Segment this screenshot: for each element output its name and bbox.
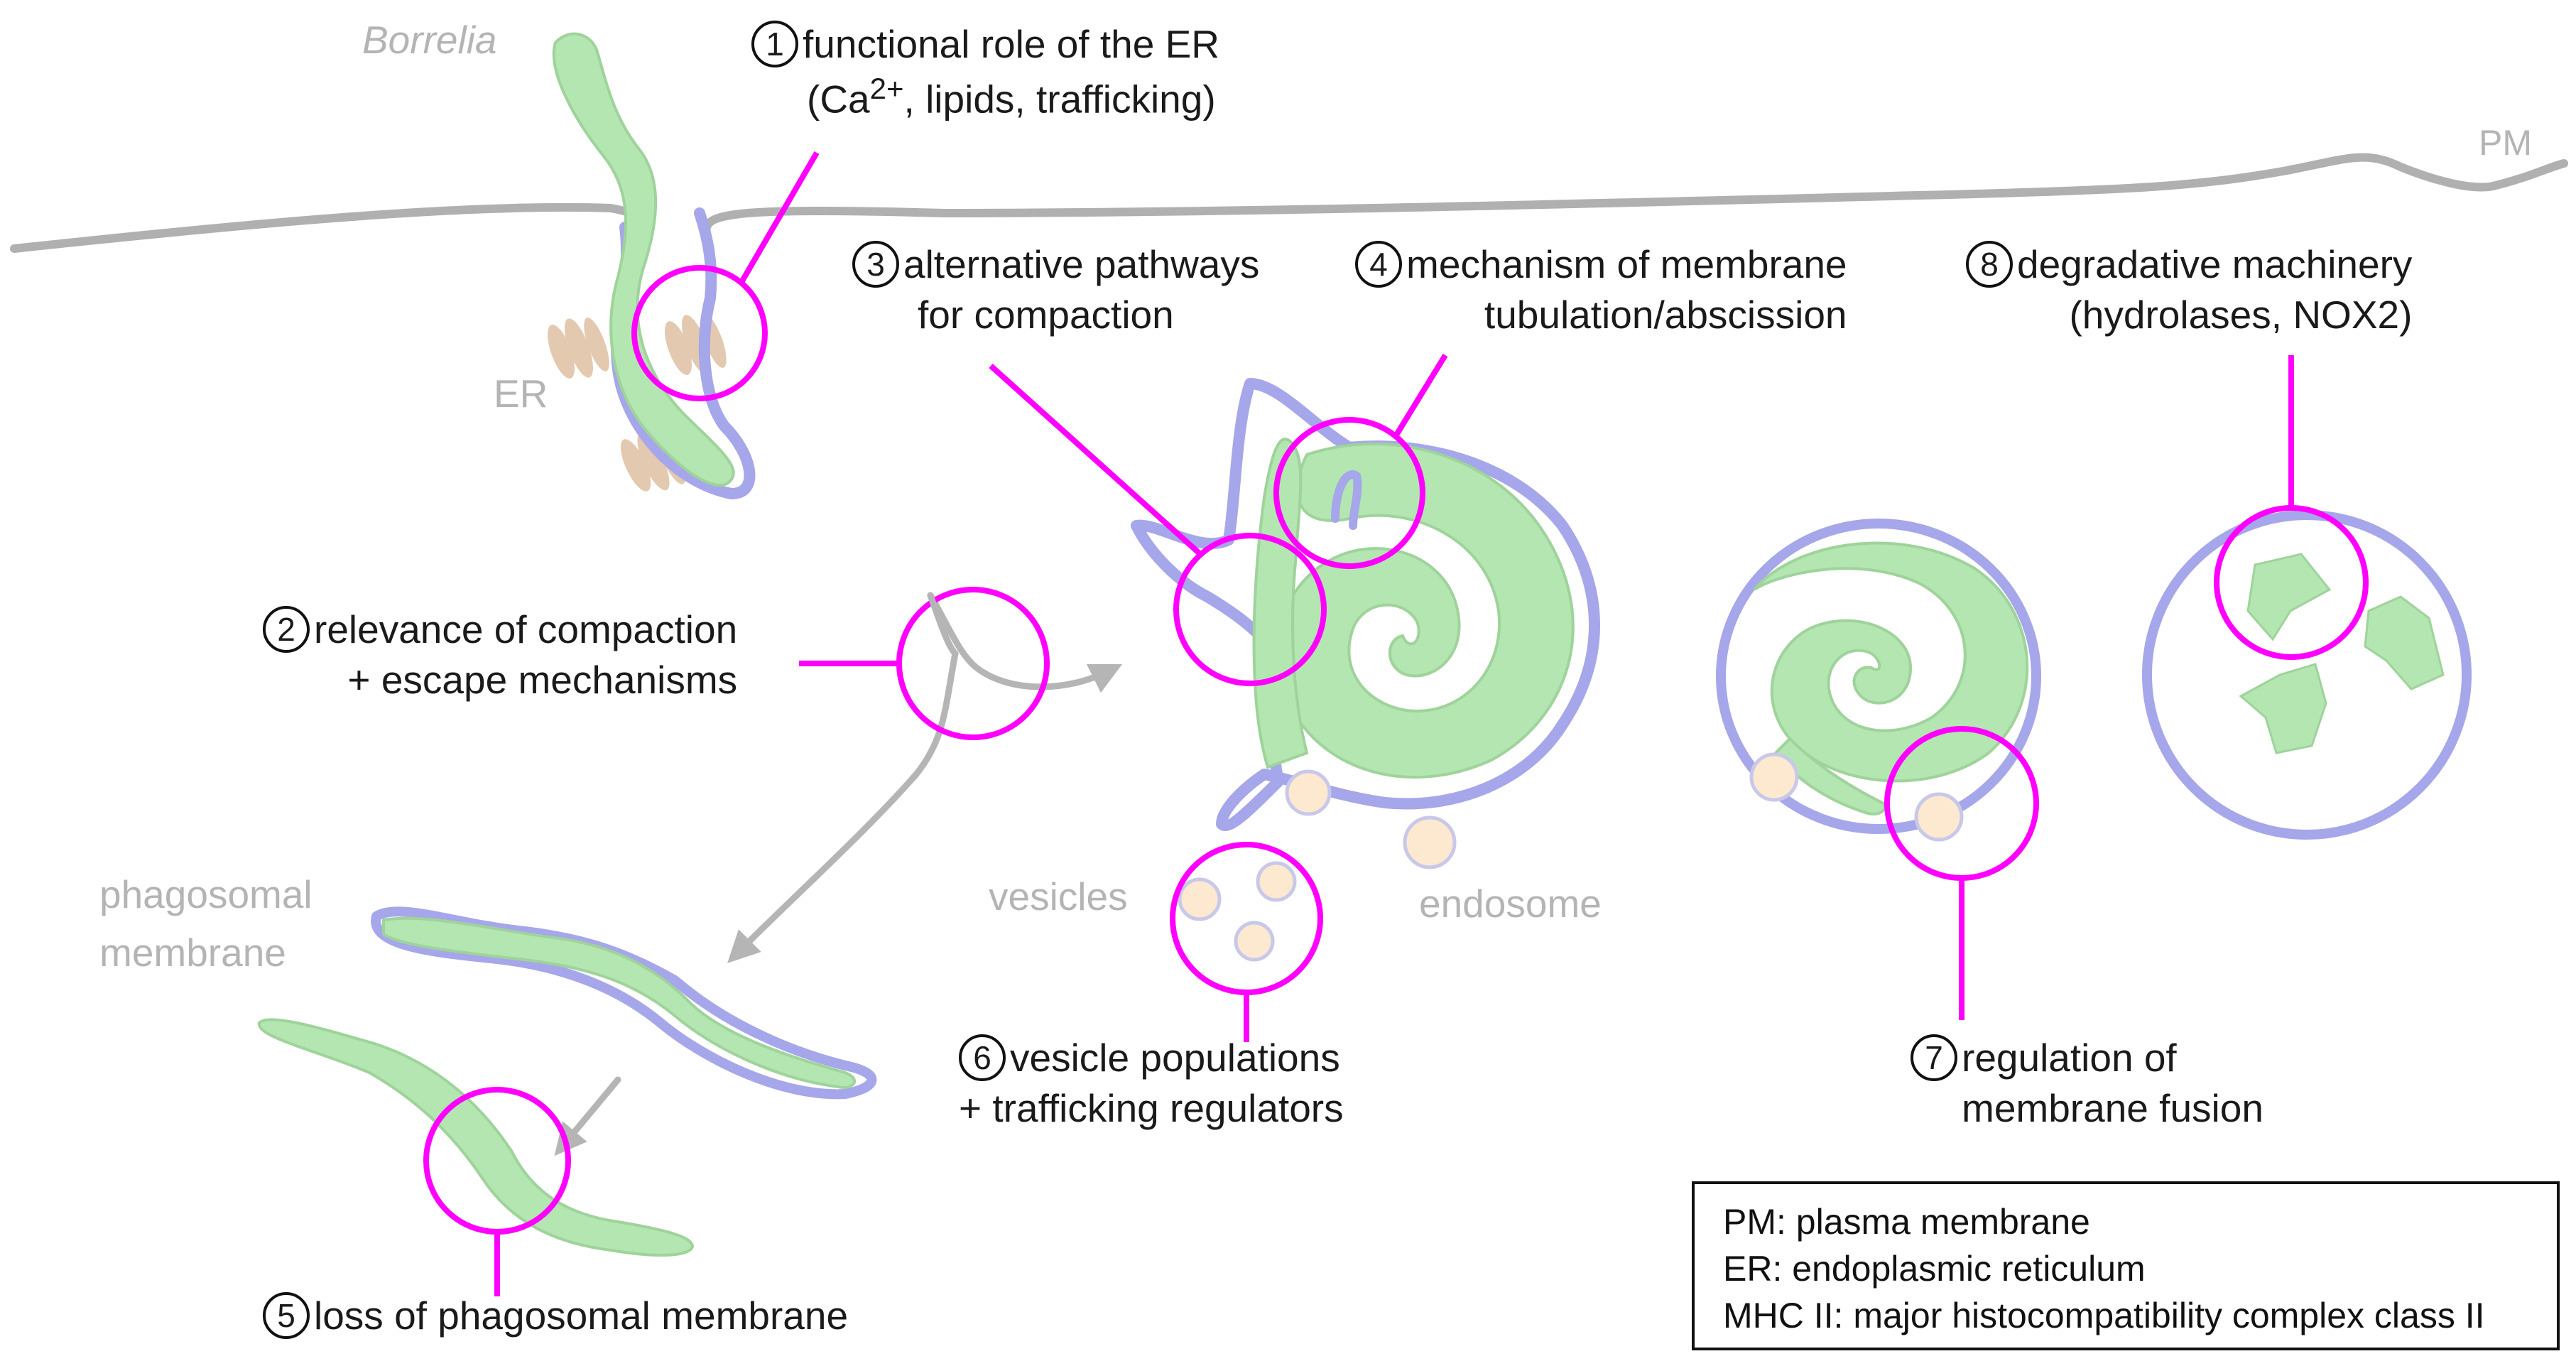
label-vesicles: vesicles <box>989 874 1128 918</box>
phagosome-compacted-membrane <box>1716 519 2041 834</box>
callout-markers <box>423 151 2369 1296</box>
callout-4-number: 4 <box>1355 241 1402 288</box>
callout-7-number: 7 <box>1911 1034 1957 1082</box>
legend-pm: PM: plasma membrane <box>1723 1202 2090 1242</box>
bacterium-tail-2 <box>1773 737 1886 815</box>
callout-8-number: 8 <box>1966 241 2013 288</box>
callout-2-number: 2 <box>263 606 310 654</box>
phagosomal-membrane-lower <box>371 906 877 1100</box>
bacterium-spiral-2 <box>1753 541 2029 783</box>
label-phagosomal-line-1: phagosomal <box>99 872 313 916</box>
callout-5-line-1: loss of phagosomal membrane <box>314 1294 849 1338</box>
legend-er: ER: endoplasmic reticulum <box>1723 1249 2146 1289</box>
callout-6-line-1: vesicle populations <box>1010 1036 1340 1080</box>
plasma-membrane <box>10 153 2568 253</box>
callout-2-line-1: relevance of compaction <box>314 607 738 651</box>
bacterium-tail-1 <box>1252 438 1309 769</box>
legend-mhc: MHC II: major histocompatibility complex… <box>1723 1296 2485 1335</box>
abbreviation-legend: PM: plasma membrane ER: endoplasmic reti… <box>1692 1181 2560 1350</box>
callout-2-line-2: + escape mechanisms <box>347 658 738 703</box>
callout-4-line-2: tubulation/abscission <box>1484 293 1847 337</box>
membrane-tubule <box>1331 470 1362 530</box>
bacterium-escaped <box>382 916 856 1089</box>
callout-3-line-1: alternative pathways <box>903 242 1260 286</box>
vesicles <box>1178 752 1964 962</box>
callout-6-number: 6 <box>959 1034 1006 1082</box>
callout-7-line-2: membrane fusion <box>1962 1086 2263 1131</box>
bacterium-spiral-1 <box>1276 443 1575 779</box>
bacterium-fragments <box>2239 553 2445 754</box>
label-borrelia: Borrelia <box>362 18 497 62</box>
superscript-charge: 2+ <box>869 72 904 106</box>
label-pm: PM <box>2479 123 2532 163</box>
callout-6-line-2: + trafficking regulators <box>959 1086 1344 1131</box>
bacterium-entering <box>552 32 735 487</box>
label-endosome: endosome <box>1419 882 1602 926</box>
phagosome-membrane-coiling <box>1131 378 1600 831</box>
callout-1-line-2: (Ca2+, lipids, trafficking) <box>807 72 1216 121</box>
label-phagosomal-line-2: membrane <box>99 931 286 975</box>
callout-1-line-1: functional role of the ER <box>803 22 1220 66</box>
callout-8-line-1: degradative machinery <box>2017 242 2413 286</box>
callout-4-line-1: mechanism of membrane <box>1406 242 1847 286</box>
callout-7-line-1: regulation of <box>1962 1036 2177 1080</box>
bacterium-released <box>257 1018 695 1257</box>
fork-junction <box>927 592 959 657</box>
pathway-arrows <box>554 592 1123 1156</box>
label-er: ER <box>494 372 548 416</box>
callout-1-number: 1 <box>751 21 798 68</box>
phagolysosome-membrane <box>2142 510 2472 840</box>
callout-8-line-2: (hydrolases, NOX2) <box>2069 293 2413 337</box>
label-phagosomal-membrane: phagosomal membrane <box>99 865 313 982</box>
callout-5-number: 5 <box>263 1292 310 1340</box>
callout-3-number: 3 <box>852 241 899 288</box>
callout-3-line-2: for compaction <box>918 293 1174 337</box>
